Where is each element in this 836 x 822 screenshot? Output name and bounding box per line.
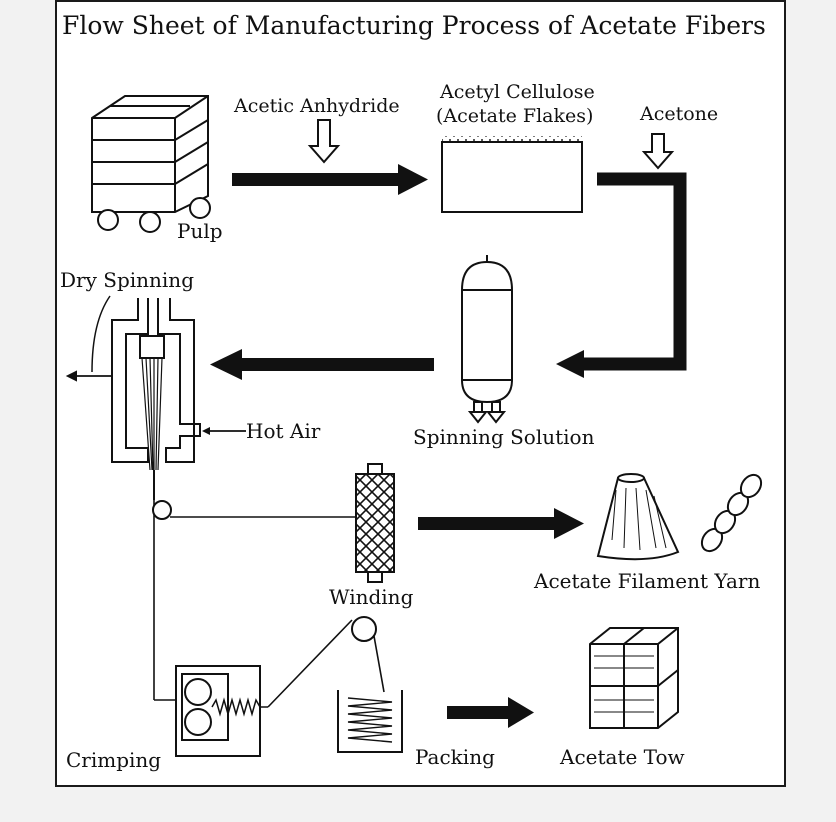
arrow-pulp-to-flakes-icon xyxy=(232,164,428,195)
acetate-tow-bale-icon xyxy=(589,627,679,729)
spinning-solution-label: Spinning Solution xyxy=(413,425,595,449)
tow-path xyxy=(267,616,385,708)
winding-bobbin-icon xyxy=(355,463,395,583)
acetate-flakes-box xyxy=(441,136,583,213)
acetic-anhydride-down-arrow-icon xyxy=(307,119,341,164)
arrow-solution-to-spinning-icon xyxy=(210,349,434,380)
yarn-cone-icon xyxy=(596,473,680,561)
acetone-down-arrow-icon xyxy=(641,133,675,170)
acetone-label: Acetone xyxy=(639,103,718,125)
dry-spinning-pointer xyxy=(91,295,111,373)
winding-label: Winding xyxy=(329,585,414,609)
packing-can-icon xyxy=(337,690,403,753)
crimping-unit-icon xyxy=(175,665,268,757)
dry-spinning-label: Dry Spinning xyxy=(60,268,194,292)
arrow-winding-to-yarn-icon xyxy=(418,508,584,539)
pulp-cart-icon xyxy=(91,95,211,233)
acetate-tow-label: Acetate Tow xyxy=(559,745,685,769)
yarn-skein-icon xyxy=(700,473,763,553)
acetate-filament-yarn-label: Acetate Filament Yarn xyxy=(533,569,760,593)
dry-spinning-column-icon xyxy=(65,298,201,500)
page-title: Flow Sheet of Manufacturing Process of A… xyxy=(62,11,766,40)
spinning-solution-tank-icon xyxy=(461,255,513,424)
acetate-flakes-label: (Acetate Flakes) xyxy=(436,105,593,127)
filament-thread xyxy=(152,500,356,701)
acetyl-cellulose-label: Acetyl Cellulose xyxy=(439,81,595,103)
arrow-packing-to-tow-icon xyxy=(447,697,534,728)
arrow-flakes-to-solution-icon xyxy=(556,172,687,378)
hot-air-arrowhead-icon xyxy=(202,427,210,435)
crimping-label: Crimping xyxy=(66,748,161,772)
acetic-anhydride-label: Acetic Anhydride xyxy=(233,95,400,117)
hot-air-label: Hot Air xyxy=(246,419,321,443)
packing-label: Packing xyxy=(415,745,495,769)
pulp-label: Pulp xyxy=(177,219,223,243)
